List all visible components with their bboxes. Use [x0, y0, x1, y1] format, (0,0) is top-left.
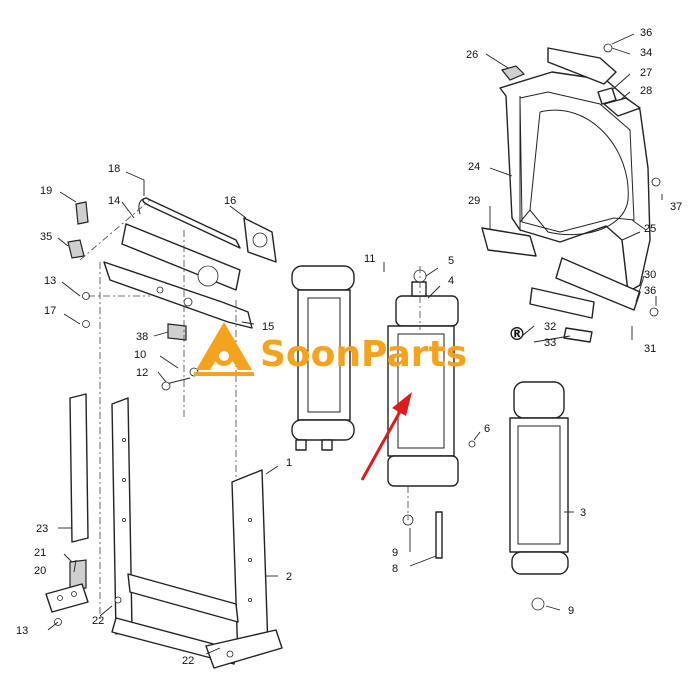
- callout-8: 8: [392, 563, 398, 575]
- callout-12: 12: [136, 367, 148, 379]
- callout-22b: 22: [182, 655, 194, 667]
- callout-19: 19: [40, 185, 52, 197]
- callout-31: 31: [644, 343, 656, 355]
- callout-37: 37: [670, 201, 682, 213]
- callout-22a: 22: [92, 615, 104, 627]
- callout-10: 10: [134, 349, 146, 361]
- callout-33: 33: [544, 337, 556, 349]
- callout-25: 25: [644, 223, 656, 235]
- callout-21: 21: [34, 547, 46, 559]
- callout-24: 24: [468, 161, 480, 173]
- oil-cooler: [291, 265, 355, 451]
- callout-9a: 9: [392, 547, 398, 559]
- callout-11: 11: [364, 253, 375, 265]
- callout-14: 14: [108, 195, 120, 207]
- callout-3: 3: [580, 507, 586, 519]
- radiator-frame: [45, 393, 283, 669]
- callout-4: 4: [448, 275, 454, 287]
- soonparts-watermark: SoonParts ®: [194, 322, 526, 376]
- excavator-gear-logo-icon: [194, 322, 254, 376]
- callout-30: 30: [644, 269, 656, 281]
- callout-32: 32: [544, 321, 556, 333]
- callout-13a: 13: [44, 275, 56, 287]
- callout-17: 17: [44, 305, 56, 317]
- intercooler: [509, 381, 569, 611]
- leader-lines: [47, 33, 663, 655]
- red-pointer-arrow: [360, 392, 412, 481]
- top-brackets: [67, 197, 277, 620]
- callout-15: 15: [262, 321, 274, 333]
- callout-29: 29: [468, 195, 480, 207]
- radiator: [387, 266, 476, 559]
- callout-36b: 36: [644, 285, 656, 297]
- callout-5: 5: [448, 255, 454, 267]
- callout-36a: 36: [640, 27, 652, 39]
- callout-16: 16: [224, 195, 236, 207]
- callout-20: 20: [34, 565, 46, 577]
- callout-13b: 13: [16, 625, 28, 637]
- callout-26: 26: [466, 49, 478, 61]
- callout-23: 23: [36, 523, 48, 535]
- callout-34: 34: [640, 47, 652, 59]
- watermark-brand: SoonParts: [260, 334, 467, 375]
- fan-shroud: [481, 43, 661, 343]
- callout-6: 6: [484, 423, 490, 435]
- registered-mark: ®: [508, 324, 526, 345]
- callout-numbers: 1 2 3 4 5 6 8 9 9 10 11 12 13 13 14 15 1…: [16, 27, 682, 667]
- callout-1: 1: [286, 457, 292, 469]
- callout-28: 28: [640, 85, 652, 97]
- callout-27: 27: [640, 67, 652, 79]
- callout-38: 38: [136, 331, 148, 343]
- callout-35: 35: [40, 231, 52, 243]
- callout-18: 18: [108, 163, 120, 175]
- callout-9b: 9: [568, 605, 574, 617]
- callout-2: 2: [286, 571, 292, 583]
